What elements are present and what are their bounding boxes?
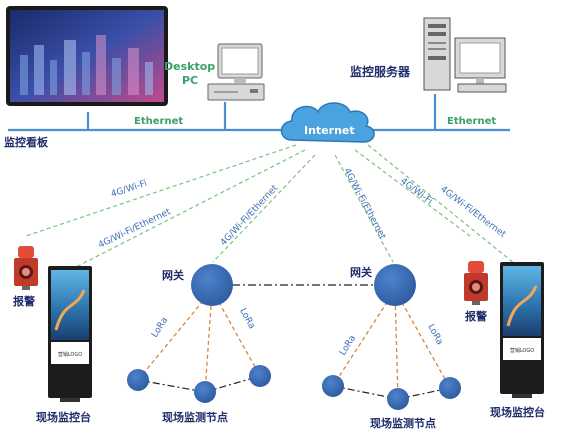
sensor-node <box>249 365 271 387</box>
ethernet-label-left: Ethernet <box>134 116 183 127</box>
gateway-node <box>191 264 233 306</box>
ethernet-bus <box>8 94 510 132</box>
desktop-pc-label-1: Desktop <box>164 60 215 73</box>
sensor-node <box>194 381 216 403</box>
ethernet-label-right: Ethernet <box>447 116 496 127</box>
station-label-right: 现场监控台 <box>490 405 545 419</box>
wireless-label-4: 4G/Wi-Fi/Ethernet <box>341 167 387 242</box>
gateway-node <box>374 264 416 306</box>
desktop-pc-icon <box>207 43 265 101</box>
alarm-label-right: 报警 <box>465 309 487 323</box>
wireless-label-2: 4G/Wi-Fi/Ethernet <box>97 207 173 251</box>
wireless-label-5: 4G/Wi-Fi <box>398 176 434 206</box>
station-label-left: 现场监控台 <box>36 410 91 424</box>
kiosk-logo-left: 营销LOGO <box>58 351 82 358</box>
gateway-label-right: 网关 <box>350 265 372 279</box>
nodes-label-right: 现场监测节点 <box>370 416 436 430</box>
lora-label: LoRa <box>338 334 358 358</box>
sensor-node <box>127 369 149 391</box>
internet-label: Internet <box>304 124 355 137</box>
wireless-label-6: 4G/Wi-Fi/Ethernet <box>438 184 507 240</box>
desktop-pc-label-2: PC <box>182 74 198 87</box>
sensor-nodes <box>127 365 461 410</box>
alarm-icon <box>464 261 488 305</box>
server-icon <box>423 17 507 93</box>
kiosk-right <box>500 262 544 398</box>
dashboard-label: 监控看板 <box>4 135 49 149</box>
sensor-node <box>322 375 344 397</box>
dashboard-monitor <box>6 6 168 106</box>
kiosk-left <box>48 266 92 402</box>
lora-label: LoRa <box>237 307 256 331</box>
gateway-label-left: 网关 <box>162 268 184 282</box>
lora-links <box>137 289 451 400</box>
lora-label: LoRa <box>425 323 444 347</box>
alarm-label-left: 报警 <box>13 294 35 308</box>
alarm-icon <box>14 246 38 290</box>
wireless-label-3: 4G/Wi-Fi/Ethernet <box>219 183 281 248</box>
kiosk-logo-right: 营销LOGO <box>510 347 534 354</box>
internet-cloud <box>280 102 375 143</box>
sensor-node <box>439 377 461 399</box>
nodes-label-left: 现场监测节点 <box>162 410 228 424</box>
sensor-node <box>387 388 409 410</box>
server-label: 监控服务器 <box>350 64 411 79</box>
lora-label: LoRa <box>150 316 170 340</box>
wireless-links <box>25 144 521 269</box>
